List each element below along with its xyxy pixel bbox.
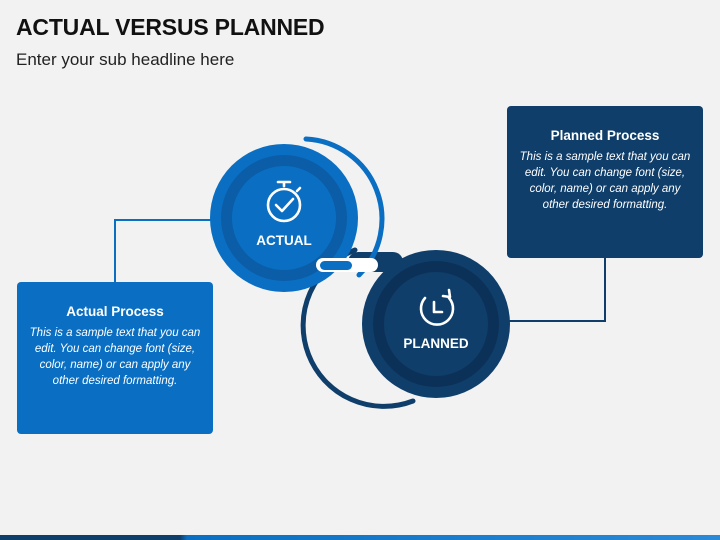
- actual-circle-label: ACTUAL: [256, 233, 312, 248]
- stopwatch-check-icon: [266, 180, 302, 223]
- planned-circle-group: [300, 247, 510, 409]
- planned-process-box: Planned Process This is a sample text th…: [507, 106, 703, 258]
- page-subtitle: Enter your sub headline here: [16, 50, 235, 69]
- planned-connector-line: [470, 257, 606, 322]
- link-bar-actual-fill: [320, 261, 352, 270]
- planned-circle-label: PLANNED: [403, 336, 469, 351]
- actual-circle-inner: [232, 166, 336, 270]
- actual-connector-line: [114, 219, 233, 283]
- actual-process-title: Actual Process: [66, 304, 164, 319]
- planned-process-text: This is a sample text that you can edit.…: [519, 151, 691, 211]
- clock-refresh-icon: [419, 288, 455, 326]
- bottom-accent-bar: [0, 535, 720, 540]
- actual-process-box: Actual Process This is a sample text tha…: [17, 282, 213, 434]
- actual-process-text: This is a sample text that you can edit.…: [29, 327, 201, 387]
- planned-process-title: Planned Process: [550, 128, 660, 143]
- actual-outer-arc: [303, 136, 385, 278]
- page-title: ACTUAL VERSUS PLANNED: [16, 14, 325, 40]
- actual-circle-group: [210, 136, 385, 292]
